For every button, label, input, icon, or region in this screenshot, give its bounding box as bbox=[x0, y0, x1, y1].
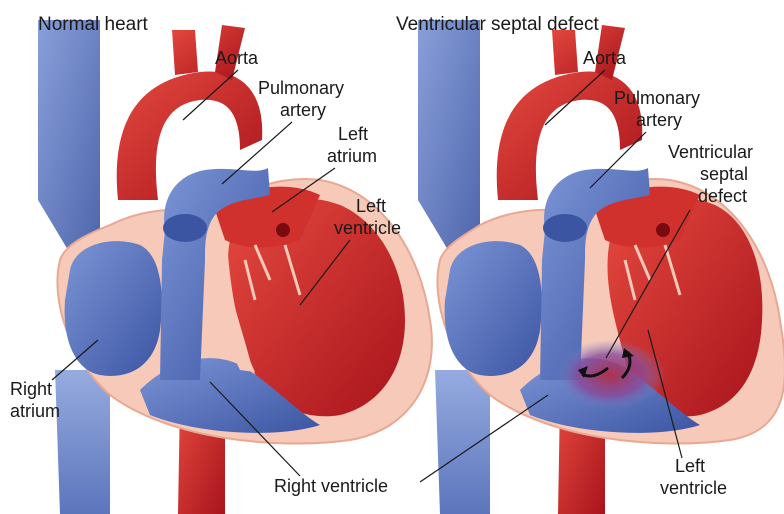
label-pulmonary-2-normal: artery bbox=[280, 100, 326, 120]
panel-title-vsd: Ventricular septal defect bbox=[396, 14, 600, 35]
right-atrium-vsd bbox=[445, 241, 542, 376]
superior-vena-cava-vsd bbox=[418, 20, 480, 250]
label-left-ventricle-2-vsd: ventricle bbox=[660, 478, 727, 498]
label-left-ventricle-1-normal: Left bbox=[356, 196, 386, 216]
panel-title-normal: Normal heart bbox=[38, 14, 149, 35]
inferior-vena-cava-vsd bbox=[435, 370, 490, 514]
pulmonary-valve-vsd bbox=[543, 214, 587, 242]
label-right-ventricle: Right ventricle bbox=[274, 476, 388, 496]
aortic-valve bbox=[276, 223, 290, 237]
label-right-atrium-2-normal: atrium bbox=[10, 401, 60, 421]
label-aorta-normal: Aorta bbox=[215, 48, 259, 68]
label-vsd-1: Ventricular bbox=[668, 142, 753, 162]
label-right-atrium-1-normal: Right bbox=[10, 379, 52, 399]
label-left-ventricle-1-vsd: Left bbox=[675, 456, 705, 476]
inferior-vena-cava bbox=[55, 370, 110, 514]
label-aorta-vsd: Aorta bbox=[583, 48, 627, 68]
label-pulmonary-2-vsd: artery bbox=[636, 110, 682, 130]
label-left-atrium-1-normal: Left bbox=[338, 124, 368, 144]
vsd-heart-panel: Ventricular septal defect Aorta Pulmonar… bbox=[396, 14, 784, 514]
label-vsd-3: defect bbox=[698, 186, 747, 206]
pulmonary-valve bbox=[163, 214, 207, 242]
label-pulmonary-1-vsd: Pulmonary bbox=[614, 88, 700, 108]
normal-heart-panel: Normal heart Aorta Pulmonary artery Left… bbox=[10, 14, 432, 514]
label-pulmonary-1-normal: Pulmonary bbox=[258, 78, 344, 98]
label-left-ventricle-2-normal: ventricle bbox=[334, 218, 401, 238]
superior-vena-cava bbox=[38, 20, 100, 250]
label-left-atrium-2-normal: atrium bbox=[327, 146, 377, 166]
aortic-valve-vsd bbox=[656, 223, 670, 237]
label-vsd-2: septal bbox=[700, 164, 748, 184]
